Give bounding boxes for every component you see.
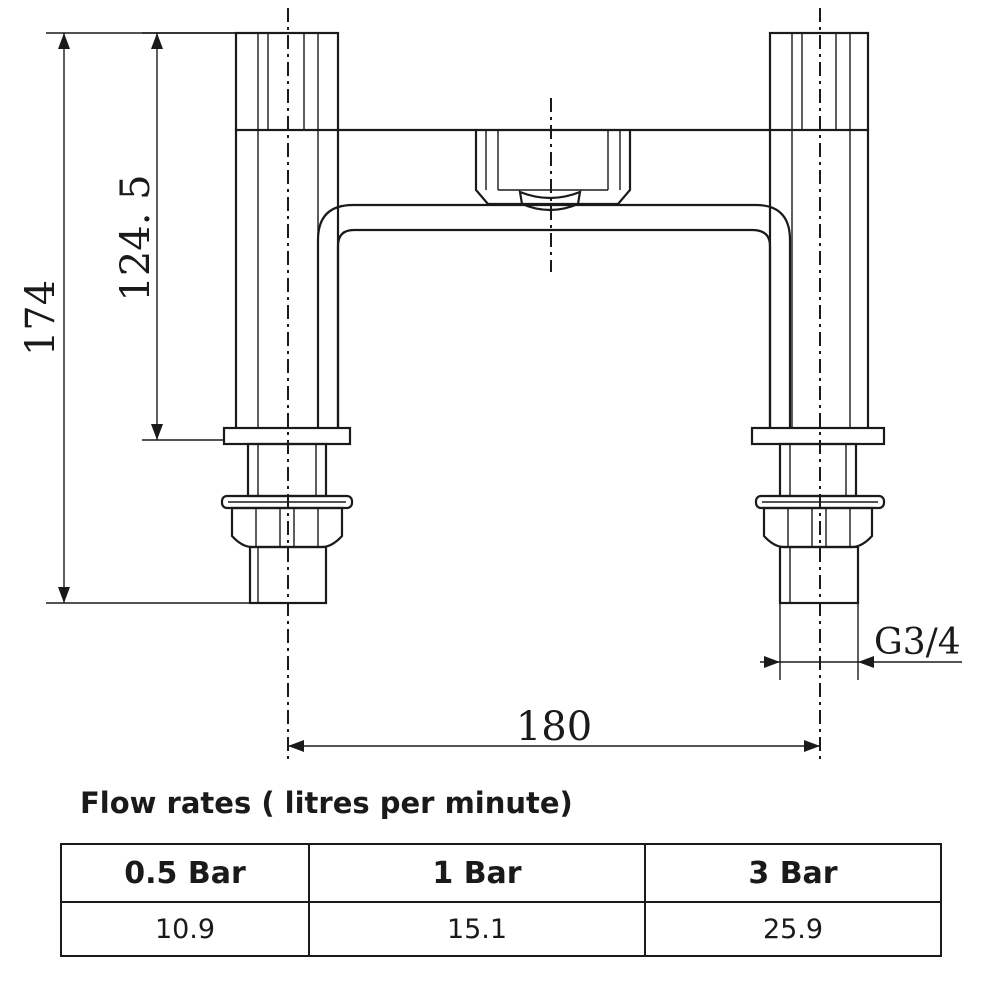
dimension-thread: G3/4 [760,603,962,680]
dimension-centres: 180 [288,704,820,752]
overall-height-label: 174 [18,280,64,356]
right-pillar [750,31,886,605]
flow-value-1-bar: 15.1 [308,901,646,957]
bridge-bar [338,128,770,212]
flow-value-3-bar: 25.9 [644,901,942,957]
tap-technical-drawing: 174 124. 5 180 G3/4 [18,8,962,760]
header-pressure-1-bar: 1 Bar [308,843,646,903]
dimension-spout-height: 124. 5 [113,32,236,441]
left-pillar [220,31,354,605]
centres-label: 180 [516,704,592,750]
spout-housing [474,130,632,206]
spout-bar [316,203,792,428]
table-row: 10.9 15.1 25.9 [60,901,942,957]
centre-lines [287,8,821,760]
flow-rates-table: 0.5 Bar 1 Bar 3 Bar 10.9 15.1 25.9 [60,843,942,957]
flow-value-0-5-bar: 10.9 [60,901,310,957]
header-pressure-0-5-bar: 0.5 Bar [60,843,310,903]
spout-height-label: 124. 5 [113,174,159,301]
flow-rates-title: Flow rates ( litres per minute) [80,786,573,820]
header-pressure-3-bar: 3 Bar [644,843,942,903]
thread-label: G3/4 [874,622,961,663]
right-base-flange [750,426,886,446]
right-backnut [762,506,874,549]
dimension-overall-height: 174 [18,32,250,604]
table-header-row: 0.5 Bar 1 Bar 3 Bar [60,843,942,903]
